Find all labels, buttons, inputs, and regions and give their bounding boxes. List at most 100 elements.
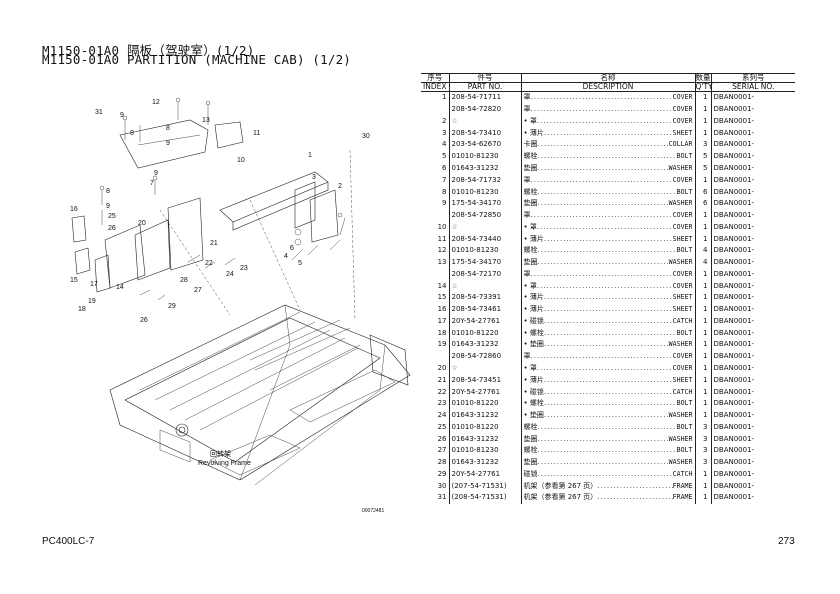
- description-content: 垫圈WASHER: [524, 257, 693, 268]
- cell-part-number: (208-54-71531): [448, 492, 521, 504]
- table-row: 2☆• 罩COVER1DBAN0001-: [421, 115, 795, 128]
- description-content: • 罩COVER: [524, 116, 693, 127]
- cell-description: • 薄片SHEET: [520, 292, 695, 304]
- cell-description: 罩COVER: [520, 209, 695, 222]
- callout-9b: 9: [166, 140, 170, 147]
- table-row: 30(207-54-71531)机架（参看第 267 页）FRAME1DBAN0…: [421, 480, 795, 493]
- callout-8b: 8: [166, 125, 170, 132]
- cell-description: • 螺栓 BOLT: [520, 397, 695, 410]
- leader-dots: [544, 328, 677, 339]
- cell-part-number: 20Y-54-27761: [448, 386, 521, 398]
- leader-dots: [537, 363, 673, 374]
- description-zh: • 螺栓: [523, 399, 544, 408]
- description-en: BOLT: [676, 152, 693, 161]
- leader-dots: [538, 445, 677, 456]
- cell-index: 18: [437, 328, 447, 337]
- description-zh: 卡圈: [523, 140, 538, 149]
- description-content: 碰锁CATCH: [524, 469, 693, 480]
- cell-quantity: 1: [694, 303, 711, 316]
- cell-index: 21: [437, 375, 447, 384]
- description-en: COVER: [672, 269, 693, 278]
- description-zh: 垫圈: [523, 199, 538, 208]
- callout-17: 17: [90, 281, 98, 288]
- cell-description: • 罩COVER: [520, 362, 695, 375]
- cell-quantity: 1: [694, 209, 711, 222]
- cell-index: 1: [442, 93, 447, 102]
- description-zh: • 碰锁: [523, 316, 544, 325]
- description-zh: 罩: [523, 211, 531, 220]
- cell-description: • 薄片SHEET: [520, 233, 695, 245]
- description-content: • 碰锁CATCH: [524, 316, 693, 327]
- callout-8: 8: [130, 130, 134, 137]
- description-en: COVER: [672, 175, 693, 184]
- description-content: • 垫圈WASHER: [524, 410, 693, 421]
- description-zh: 罩: [523, 175, 531, 184]
- leader-dots: [538, 434, 669, 445]
- cell-quantity: 5: [694, 162, 711, 175]
- description-zh: • 垫圈: [523, 340, 544, 349]
- cell-quantity: 1: [694, 91, 711, 104]
- cell-index: 7: [442, 175, 447, 184]
- leader-dots: [544, 410, 669, 421]
- callout-26: 26: [108, 225, 116, 232]
- description-en: BOLT: [676, 399, 693, 408]
- col-header-index-zh: 序号: [421, 73, 449, 83]
- cell-part-number: (207-54-71531): [448, 480, 521, 493]
- callout-20: 20: [138, 220, 146, 227]
- callout-9c: 9: [154, 170, 158, 177]
- cell-quantity: 6: [694, 197, 711, 210]
- drawing-id: 00072481: [362, 508, 384, 514]
- revolving-frame-drawing: [109, 149, 411, 486]
- cell-serial-number: DBAN0001-: [710, 268, 795, 281]
- callout-12: 12: [152, 99, 160, 106]
- cell-part-number: 01010-81220: [448, 397, 521, 410]
- cell-serial-number: DBAN0001-: [710, 280, 795, 293]
- cell-serial-number: DBAN0001-: [710, 444, 795, 457]
- cell-description: • 碰锁CATCH: [520, 315, 695, 328]
- cell-part-number: 208-54-71732: [448, 174, 521, 187]
- cell-serial-number: DBAN0001-: [710, 256, 795, 269]
- leader-dots: [544, 387, 673, 398]
- leader-dots: [537, 222, 673, 233]
- description-en: SHEET: [672, 293, 693, 302]
- parts-diagram: 31 12 13 9 8 8 9 11 10 30 1 3 2 7 9 8 9 …: [70, 97, 411, 514]
- description-en: COVER: [672, 281, 693, 290]
- cover-parts-drawing: [71, 97, 346, 301]
- cell-description: 螺栓BOLT: [520, 244, 695, 257]
- leader-dots: [538, 187, 677, 198]
- cell-serial-number: DBAN0001-: [710, 103, 795, 116]
- col-header-part-zh: 件号: [448, 73, 521, 83]
- leader-dots: [538, 469, 673, 480]
- description-content: • 螺栓BOLT: [524, 328, 693, 339]
- leader-dots: [538, 198, 669, 209]
- cell-index: 11: [437, 234, 447, 243]
- description-content: 罩COVER: [524, 269, 693, 280]
- frame-label-en: Revolving Frame: [198, 460, 251, 467]
- cell-part-number: 208-54-73440: [448, 233, 521, 245]
- description-zh: 机架（参看第 267 页）: [523, 493, 598, 502]
- cell-description: 螺栓BOLT: [520, 186, 695, 198]
- callout-23: 23: [240, 265, 248, 272]
- cell-serial-number: DBAN0001-: [710, 433, 795, 445]
- callout-13: 13: [202, 117, 210, 124]
- table-row: 208-54-72860罩COVER1DBAN0001-: [421, 350, 795, 363]
- cell-description: 垫圈WASHER: [520, 433, 695, 445]
- cell-quantity: 1: [694, 374, 711, 387]
- callout-4: 4: [284, 253, 288, 260]
- cell-quantity: 1: [694, 315, 711, 328]
- cell-index: [421, 351, 449, 363]
- cell-serial-number: DBAN0001-: [710, 209, 795, 222]
- cell-quantity: 1: [694, 115, 711, 128]
- description-zh: • 薄片: [523, 234, 544, 243]
- cell-part-number: 208-54-73461: [448, 303, 521, 316]
- description-content: 螺栓BOLT: [524, 245, 693, 256]
- cell-part-number: 208-54-71711: [448, 91, 521, 104]
- cell-description: 碰锁CATCH: [520, 468, 695, 481]
- cell-index: 2: [442, 116, 447, 125]
